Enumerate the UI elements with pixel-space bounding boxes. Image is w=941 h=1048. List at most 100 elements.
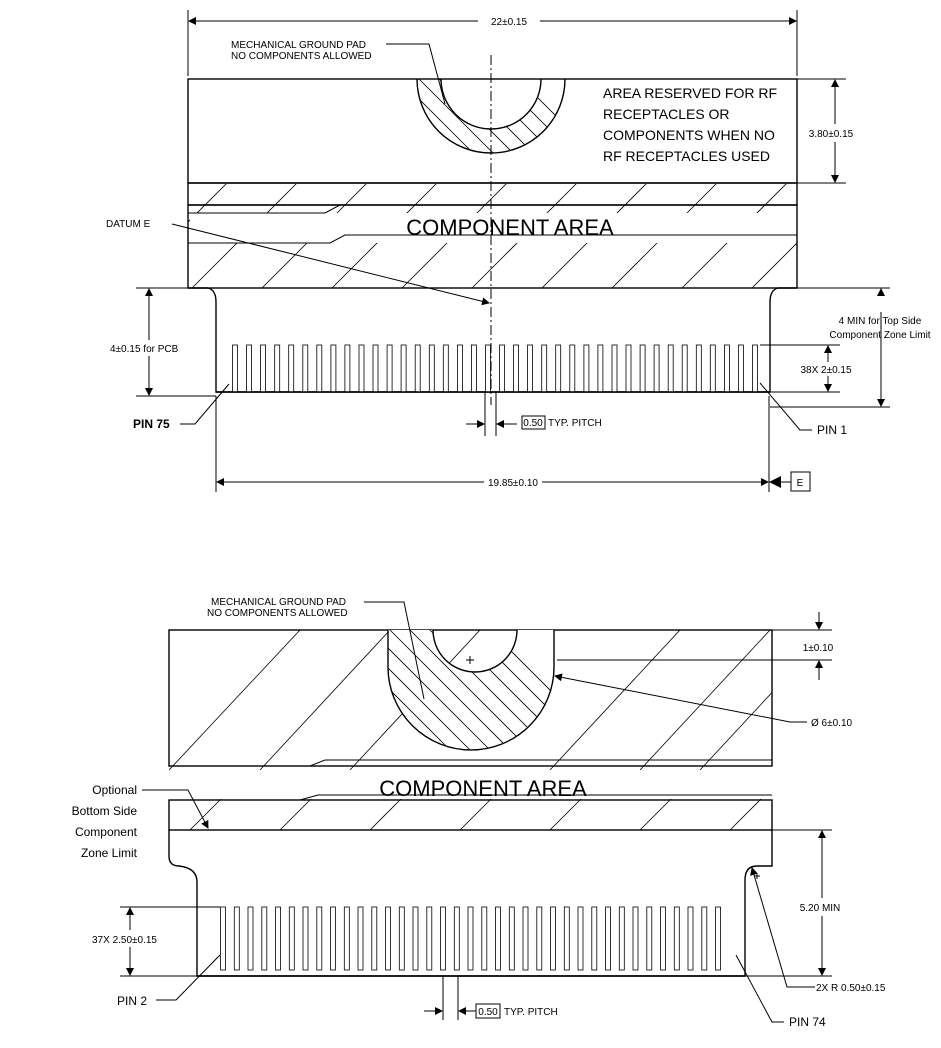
- bottom-pitch-box-label: 0.50: [478, 1007, 498, 1018]
- bottom-view: COMPONENT AREA MECHANICAL GROUND PAD NO …: [72, 597, 886, 1029]
- connector-pin: [527, 344, 533, 393]
- connector-pin: [481, 906, 488, 971]
- top-zone-limit-dimension: 4 MIN for Top Side Component Zone Limit: [770, 287, 931, 408]
- connector-pin: [605, 906, 611, 971]
- top-view: 22±0.15: [106, 10, 931, 492]
- connector-pin: [495, 906, 501, 971]
- connector-pin: [738, 344, 744, 393]
- connector-pin: [695, 344, 702, 393]
- connector-pin: [653, 344, 660, 393]
- pad-offset-label: 1±0.10: [803, 643, 834, 654]
- connector-pin: [541, 344, 548, 393]
- zone-limit-line-1: 4 MIN for Top Side: [839, 316, 922, 327]
- connector-pin: [288, 906, 295, 971]
- optional-line-2: Bottom Side: [72, 804, 138, 818]
- rf-note-line-1: AREA RESERVED FOR RF: [603, 85, 777, 101]
- bottom-pin-row: [220, 906, 721, 971]
- connector-pin: [467, 906, 474, 971]
- connector-pin: [632, 906, 639, 971]
- bottom-pin-length-dimension: 37X 2.50±0.15: [92, 906, 220, 977]
- bottom-ground-pad-note: MECHANICAL GROUND PAD NO COMPONENTS ALLO…: [207, 597, 425, 700]
- pin-2-label: PIN 2: [117, 994, 147, 1008]
- connector-pin: [261, 906, 268, 971]
- top-pad-note-line-2: NO COMPONENTS ALLOWED: [231, 51, 372, 62]
- rf-height-dimension: 3.80±0.15: [797, 78, 854, 184]
- connector-pin: [513, 344, 519, 393]
- bottom-pad-note-line-2: NO COMPONENTS ALLOWED: [207, 608, 348, 619]
- connector-pin: [440, 906, 446, 971]
- bottom-pin-labels: PIN 2 PIN 74: [117, 954, 826, 1029]
- top-pitch-dimension: 0.50 TYP. PITCH: [466, 392, 602, 436]
- connector-pin: [330, 906, 336, 971]
- connector-pin: [724, 344, 730, 393]
- min-height-dimension: 5.20 MIN: [745, 829, 840, 977]
- connector-pin: [456, 344, 463, 393]
- connector-pin: [385, 906, 391, 971]
- diameter-leader: Ø 6±0.10: [554, 673, 853, 729]
- connector-pin: [563, 906, 570, 971]
- connector-pin: [687, 906, 694, 971]
- optional-line-3: Component: [75, 825, 138, 839]
- top-component-area-label: COMPONENT AREA: [406, 215, 614, 240]
- connector-pin: [611, 344, 618, 393]
- rf-note-line-2: RECEPTACLES OR: [603, 106, 730, 122]
- optional-zone-note: Optional Bottom Side Component Zone Limi…: [72, 783, 209, 860]
- connector-pin: [660, 906, 666, 971]
- connector-pin: [715, 906, 721, 971]
- connector-pin: [358, 344, 365, 393]
- connector-pin: [274, 344, 281, 393]
- connector-pin: [639, 344, 646, 393]
- connector-pin: [485, 344, 491, 393]
- connector-pin: [302, 344, 309, 393]
- connector-pin: [428, 344, 435, 393]
- connector-pin: [591, 906, 598, 971]
- connector-pin: [344, 344, 351, 393]
- datum-e-leader: DATUM E: [106, 219, 490, 306]
- pcb-dimension: 4±0.15 for PCB: [110, 287, 216, 397]
- connector-pin: [646, 906, 653, 971]
- optional-line-1: Optional: [92, 783, 137, 797]
- connector-pin: [442, 344, 449, 393]
- rf-note-line-4: RF RECEPTACLES USED: [603, 148, 770, 164]
- bottom-pitch-dimension: 0.50 TYP. PITCH: [424, 976, 558, 1020]
- connector-pin: [357, 906, 364, 971]
- connector-pin: [597, 344, 604, 393]
- rf-area-note: AREA RESERVED FOR RF RECEPTACLES OR COMP…: [603, 85, 777, 164]
- connector-pin: [302, 906, 309, 971]
- connector-pin: [247, 906, 254, 971]
- connector-pin: [583, 344, 590, 393]
- connector-pin: [426, 906, 433, 971]
- connector-pin: [398, 906, 405, 971]
- top-pitch-text: TYP. PITCH: [548, 418, 602, 429]
- top-ground-pad: [416, 78, 566, 154]
- connector-pin: [316, 344, 323, 393]
- connector-pin: [400, 344, 407, 393]
- datum-e-box-label: E: [797, 478, 804, 489]
- connector-pin: [522, 906, 529, 971]
- diameter-label: Ø 6±0.10: [811, 718, 853, 729]
- bottom-pad-note-line-1: MECHANICAL GROUND PAD: [211, 597, 346, 608]
- connector-pin: [555, 344, 562, 393]
- connector-pin: [499, 344, 505, 393]
- connector-pin: [343, 906, 350, 971]
- bottom-pin-length-label: 37X 2.50±0.15: [92, 935, 157, 946]
- connector-pin: [752, 344, 758, 393]
- top-width-label: 22±0.15: [491, 17, 528, 28]
- connector-pin: [288, 344, 295, 393]
- datum-e-label: DATUM E: [106, 219, 151, 230]
- connector-pin: [414, 344, 421, 393]
- connector-pin: [386, 344, 393, 393]
- connector-pin: [681, 344, 688, 393]
- connector-pin: [453, 906, 460, 971]
- bottom-body-hatch: [169, 630, 772, 830]
- connector-pin: [673, 906, 680, 971]
- connector-pin: [667, 344, 674, 393]
- connector-pin: [701, 906, 708, 971]
- pin-75-label: PIN 75: [133, 417, 170, 431]
- connector-pin: [232, 344, 238, 393]
- connector-pin: [550, 906, 556, 971]
- radius-label: 2X R 0.50±0.15: [816, 983, 886, 994]
- connector-pin: [220, 906, 226, 971]
- top-pin-length-label: 38X 2±0.15: [800, 365, 852, 376]
